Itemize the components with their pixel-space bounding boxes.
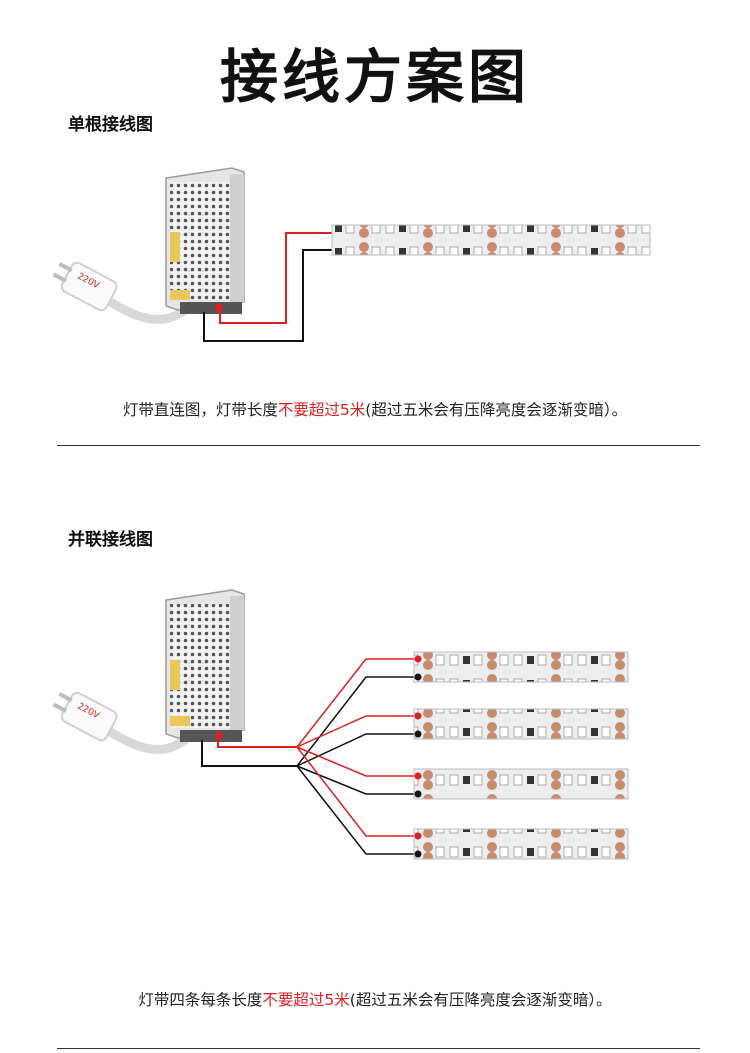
section-caption-single: 灯带直连图，灯带长度不要超过5米(超过五米会有压降亮度会逐渐变暗）。 (0, 398, 750, 420)
caption-text: 灯带直连图，灯带长度 (122, 401, 278, 419)
section-divider (57, 1048, 700, 1049)
caption-warning: 不要超过5米 (262, 991, 350, 1009)
section-divider (57, 445, 700, 446)
caption-text: 灯带四条每条长度 (138, 991, 263, 1009)
led-strip-3 (413, 768, 629, 800)
positive-wire (219, 232, 336, 324)
section-caption-parallel: 灯带四条每条长度不要超过5米(超过五米会有压降亮度会逐渐变暗）。 (0, 988, 750, 1010)
positive-trunk (217, 740, 297, 748)
page-title: 接线方案图 (219, 43, 530, 111)
led-strip (331, 224, 651, 256)
section-heading-single: 单根接线图 (68, 115, 153, 135)
fan-out-wires (296, 658, 418, 855)
caption-warning: 不要超过5米 (277, 401, 366, 419)
section-heading-parallel: 并联接线图 (68, 530, 153, 550)
led-strip-1 (413, 651, 629, 683)
led-strip-2 (413, 708, 629, 740)
caption-note: (超过五米会有压降亮度会逐渐变暗）。 (365, 401, 628, 419)
plug-icon: 220V (52, 261, 118, 312)
power-supply-unit (165, 167, 245, 314)
negative-trunk (201, 740, 297, 767)
caption-note: (超过五米会有压降亮度会逐渐变暗）。 (349, 991, 612, 1009)
single-wiring-diagram: 220V (52, 167, 651, 342)
plug-icon: 220V (52, 691, 118, 742)
led-strip-4 (413, 828, 629, 860)
negative-wire (203, 249, 336, 342)
power-cable (95, 720, 190, 754)
power-supply-unit (165, 589, 245, 742)
parallel-wiring-diagram: 220V (52, 589, 629, 860)
